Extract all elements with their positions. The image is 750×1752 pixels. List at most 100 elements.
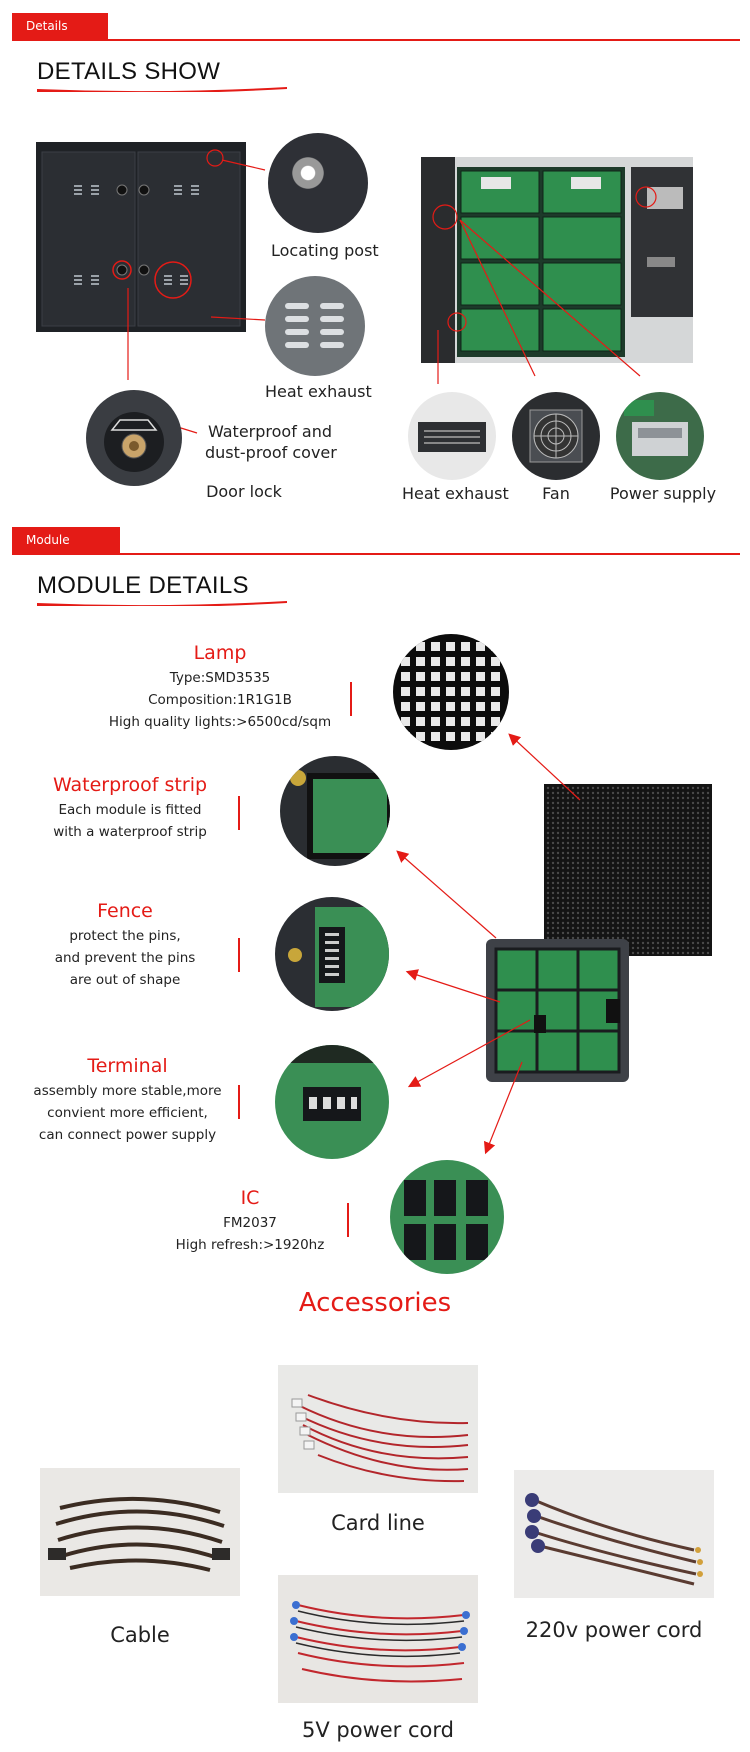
- module-led: [546, 816, 550, 820]
- module-led: [661, 936, 665, 940]
- module-led: [686, 791, 690, 795]
- module-led: [576, 876, 580, 880]
- module-led: [686, 821, 690, 825]
- module-led: [661, 906, 665, 910]
- module-led: [611, 816, 615, 820]
- module-led: [646, 896, 650, 900]
- module-led: [676, 836, 680, 840]
- module-led: [556, 831, 560, 835]
- module-led: [661, 921, 665, 925]
- module-led: [606, 901, 610, 905]
- module-led: [641, 826, 645, 830]
- module-led: [671, 846, 675, 850]
- module-led: [561, 851, 565, 855]
- module-led: [621, 796, 625, 800]
- module-led: [626, 906, 630, 910]
- details-tab[interactable]: Details show: [12, 13, 108, 59]
- module-led: [581, 801, 585, 805]
- waterproof-divider: [238, 796, 240, 830]
- module-led: [681, 931, 685, 935]
- module-led: [581, 836, 585, 840]
- module-led: [616, 896, 620, 900]
- module-led: [681, 886, 685, 890]
- module-led: [606, 876, 610, 880]
- module-led: [586, 856, 590, 860]
- module-led: [576, 821, 580, 825]
- lamp-led: [401, 717, 410, 726]
- module-led: [706, 921, 710, 925]
- module-led: [571, 866, 575, 870]
- module-led: [591, 861, 595, 865]
- lamp-led: [446, 657, 455, 666]
- module-led: [606, 821, 610, 825]
- module-led: [676, 856, 680, 860]
- fan-photo: [512, 392, 600, 480]
- module-led: [701, 881, 705, 885]
- module-led: [646, 861, 650, 865]
- module-led: [636, 826, 640, 830]
- module-led: [651, 811, 655, 815]
- module-led: [591, 811, 595, 815]
- module-led: [701, 861, 705, 865]
- module-led: [676, 911, 680, 915]
- module-led: [601, 931, 605, 935]
- module-led: [646, 831, 650, 835]
- module-led: [651, 901, 655, 905]
- module-led: [681, 841, 685, 845]
- module-led: [571, 801, 575, 805]
- module-led: [576, 891, 580, 895]
- module-led: [601, 926, 605, 930]
- module-led: [546, 906, 550, 910]
- lamp-led: [431, 717, 440, 726]
- module-led: [556, 866, 560, 870]
- module-led: [666, 846, 670, 850]
- ic-line-1: FM2037: [223, 1215, 277, 1231]
- module-led: [676, 846, 680, 850]
- module-led: [566, 841, 570, 845]
- module-led: [681, 896, 685, 900]
- module-tab[interactable]: Module details: [12, 527, 120, 573]
- module-led: [691, 921, 695, 925]
- module-led: [561, 921, 565, 925]
- module-led: [671, 786, 675, 790]
- module-led: [686, 841, 690, 845]
- module-led: [701, 911, 705, 915]
- module-led: [641, 806, 645, 810]
- waterproof-photo: [280, 756, 390, 866]
- module-led: [596, 801, 600, 805]
- module-led: [546, 931, 550, 935]
- module-led: [681, 821, 685, 825]
- module-led: [631, 876, 635, 880]
- module-led: [656, 886, 660, 890]
- module-led: [636, 921, 640, 925]
- module-led: [546, 886, 550, 890]
- module-led: [626, 911, 630, 915]
- module-led: [651, 846, 655, 850]
- locating-post-marker: [206, 149, 224, 167]
- module-led: [621, 936, 625, 940]
- module-led: [656, 791, 660, 795]
- module-led: [591, 806, 595, 810]
- module-led: [686, 861, 690, 865]
- module-led: [576, 896, 580, 900]
- module-led: [701, 871, 705, 875]
- module-led: [611, 836, 615, 840]
- module-led: [691, 826, 695, 830]
- module-led: [581, 916, 585, 920]
- module-led: [631, 911, 635, 915]
- module-led: [606, 896, 610, 900]
- module-led: [706, 841, 710, 845]
- module-led: [681, 811, 685, 815]
- module-led: [556, 796, 560, 800]
- module-led: [561, 871, 565, 875]
- module-led: [571, 896, 575, 900]
- module-led: [546, 846, 550, 850]
- module-led: [596, 926, 600, 930]
- module-led: [581, 831, 585, 835]
- module-led: [596, 891, 600, 895]
- module-led: [646, 906, 650, 910]
- module-led: [636, 846, 640, 850]
- module-led: [676, 921, 680, 925]
- module-led: [576, 826, 580, 830]
- module-led: [676, 876, 680, 880]
